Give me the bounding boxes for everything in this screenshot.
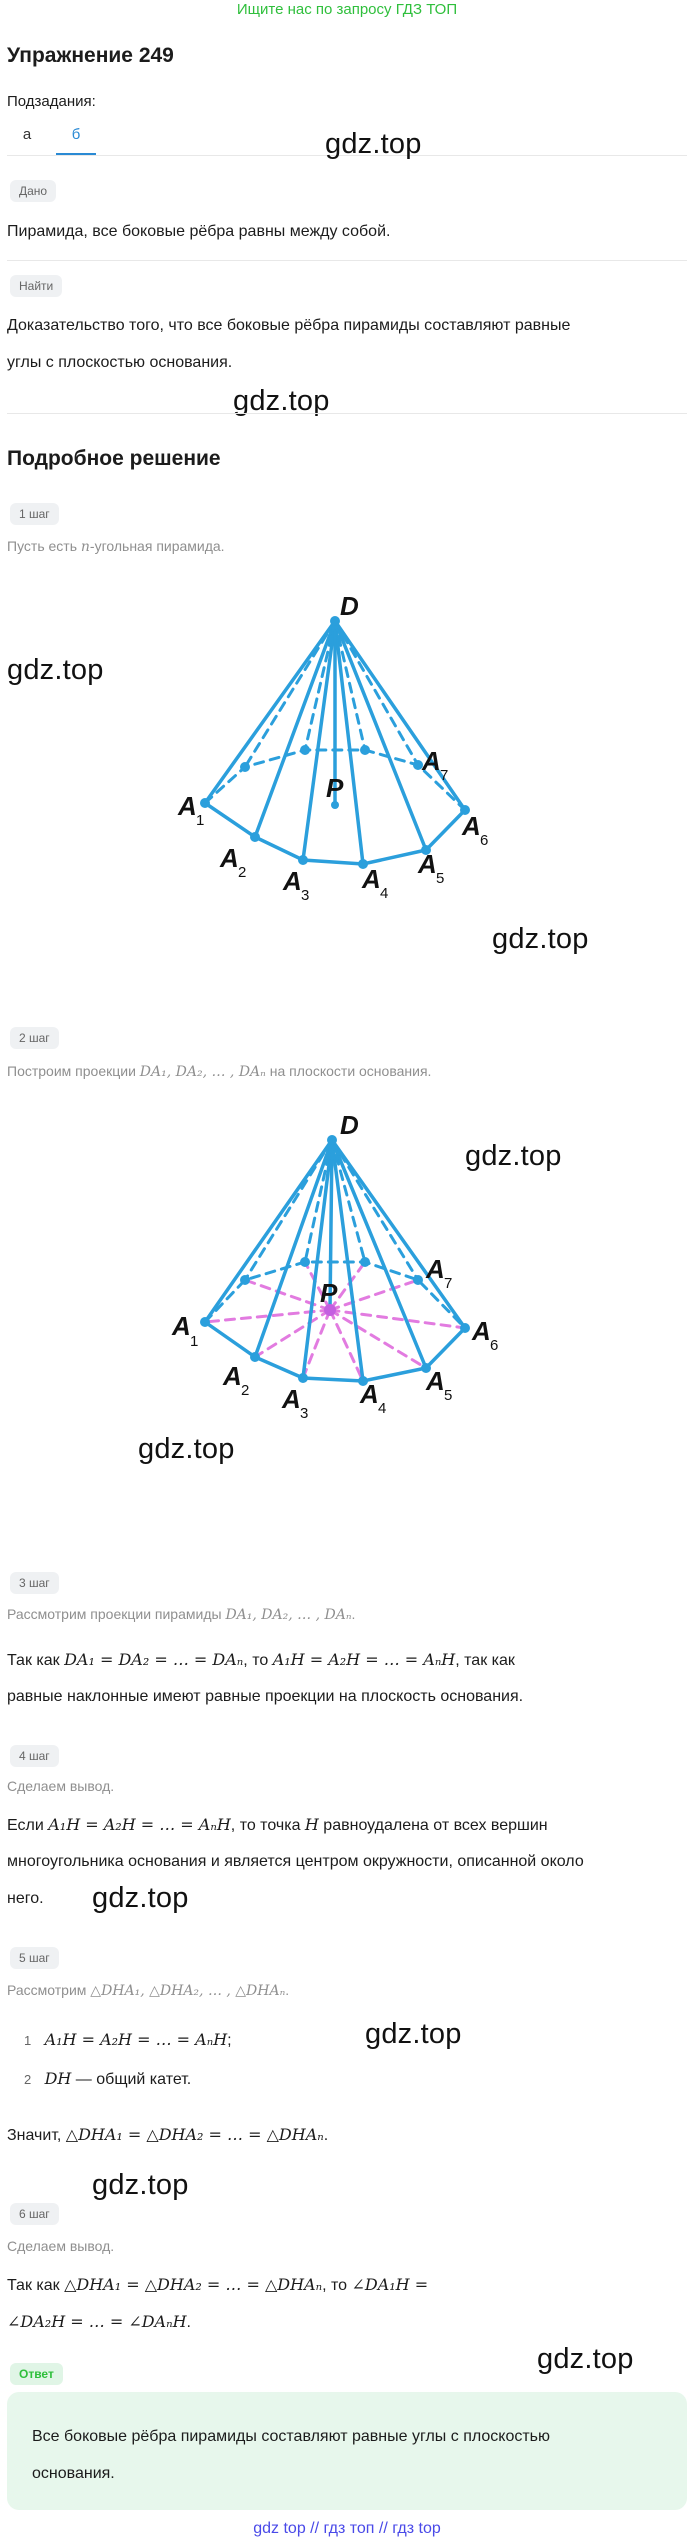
footer-link[interactable]: гдз топ (323, 2520, 375, 2537)
step-description: Сделаем вывод. (7, 2238, 115, 2254)
given-text: Пирамида, все боковые рёбра равны между … (7, 223, 391, 240)
label-A1: A (171, 1311, 191, 1341)
watermark: gdz.top (92, 2169, 189, 2201)
sub-4: 4 (380, 885, 388, 902)
tabs-divider (7, 155, 687, 156)
label-A5: A (417, 849, 437, 879)
answer-box (7, 2392, 687, 2510)
answer-line1: Все боковые рёбра пирамиды составляют ра… (32, 2428, 551, 2445)
sub-6: 6 (490, 1337, 498, 1354)
step-tag: 1 шаг (10, 503, 59, 525)
page-title: Упражнение 249 (7, 44, 174, 67)
label-A6: A (461, 811, 481, 841)
answer-line2: основания. (32, 2465, 115, 2482)
watermark: gdz.top (325, 128, 422, 160)
subtasks-label: Подзадания: (7, 93, 96, 110)
watermark: gdz.top (465, 1140, 562, 1172)
step-description: Рассмотрим проекции пирамиды DA₁, DA₂, …… (7, 1606, 356, 1623)
divider (7, 260, 687, 261)
sub-7: 7 (444, 1275, 452, 1292)
answer-tag: Ответ (10, 2363, 63, 2385)
watermark: gdz.top (92, 1882, 189, 1914)
search-banner[interactable]: Ищите нас по запросу ГДЗ ТОП (236, 1, 458, 18)
pyramid-figure-2: D P A A A A A A A 1 2 3 4 5 6 7 (171, 1110, 498, 1420)
sub-3: 3 (300, 1405, 308, 1420)
list-item: 1 A₁H = A₂H = … = AₙH; (24, 2030, 232, 2049)
watermark: gdz.top (7, 654, 104, 686)
answer-text: Все боковые рёбра пирамиды составляют ра… (32, 2418, 652, 2492)
pyramid-figure-1: D P A A A A A A A 1 2 3 4 5 6 7 (177, 591, 488, 904)
tab-a[interactable]: а (22, 126, 32, 143)
step3-text-line2: равные наклонные имеют равные проекции н… (7, 1688, 524, 1705)
step4-text-line1: Если A₁H = A₂H = … = AₙH, то точка H рав… (7, 1815, 548, 1834)
step-tag: 6 шаг (10, 2203, 59, 2225)
label-P: P (320, 1278, 338, 1308)
watermark: gdz.top (138, 1433, 235, 1465)
watermark: gdz.top (492, 923, 589, 955)
step5-conclusion: Значит, △DHA₁ = △DHA₂ = … = △DHAₙ. (7, 2125, 329, 2144)
sub-5: 5 (444, 1387, 452, 1404)
label-A7: A (425, 1254, 445, 1284)
solution-title: Подробное решение (7, 447, 221, 470)
find-text-line2: углы с плоскостью основания. (7, 354, 233, 371)
step-description: Пусть есть n-угольная пирамида. (7, 538, 225, 555)
step-description: Рассмотрим △DHA₁, △DHA₂, … , △DHAₙ. (7, 1982, 290, 1999)
step6-text-line1: Так как △DHA₁ = △DHA₂ = … = △DHAₙ, то ∠D… (7, 2275, 429, 2294)
sub-4: 4 (378, 1400, 386, 1417)
watermark: gdz.top (233, 385, 330, 417)
sub-6: 6 (480, 832, 488, 849)
step-tag: 5 шаг (10, 1947, 59, 1969)
label-A6: A (471, 1316, 491, 1346)
step4-text-line2: многоугольника основания и является цент… (7, 1853, 584, 1870)
sub-5: 5 (436, 870, 444, 887)
label-A1: A (177, 791, 197, 821)
watermark: gdz.top (365, 2018, 462, 2050)
label-A7: A (421, 746, 441, 776)
step6-text-line2: ∠DA₂H = … = ∠DAₙH. (7, 2312, 191, 2331)
sub-7: 7 (440, 767, 448, 784)
footer-link[interactable]: gdz top (253, 2520, 306, 2537)
label-D: D (340, 1110, 359, 1140)
label-P: P (326, 773, 344, 803)
sub-1: 1 (196, 812, 204, 829)
label-A5: A (425, 1366, 445, 1396)
sub-1: 1 (190, 1333, 198, 1350)
footer-separator: // (310, 2520, 320, 2537)
label-A4: A (361, 864, 381, 894)
find-text-line1: Доказательство того, что все боковые рёб… (7, 317, 571, 334)
watermark: gdz.top (537, 2343, 634, 2375)
step-tag: 2 шаг (10, 1027, 59, 1049)
footer-link[interactable]: гдз top (392, 2520, 441, 2537)
sub-2: 2 (238, 864, 246, 881)
label-A3: A (281, 1384, 301, 1414)
divider (7, 413, 687, 414)
sub-2: 2 (241, 1382, 249, 1399)
tab-b[interactable]: б (56, 123, 96, 155)
given-tag: Дано (10, 180, 57, 202)
find-tag: Найти (10, 275, 63, 297)
label-D: D (340, 591, 359, 621)
label-A2: A (219, 843, 239, 873)
step-tag: 4 шаг (10, 1745, 59, 1767)
footer-separator: // (378, 2520, 388, 2537)
step-tag: 3 шаг (10, 1572, 59, 1594)
footer-links: gdz top // гдз топ // гдз top (0, 2520, 694, 2538)
label-A4: A (359, 1379, 379, 1409)
label-A2: A (222, 1361, 242, 1391)
list-item: 2 DH — общий катет. (24, 2069, 192, 2088)
step-description: Сделаем вывод. (7, 1778, 115, 1794)
step-description: Построим проекции DA₁, DA₂, … , DAₙ на п… (7, 1063, 432, 1080)
step4-text-line3: него. (7, 1890, 44, 1907)
label-A3: A (282, 866, 302, 896)
step3-text-line1: Так как DA₁ = DA₂ = … = DAₙ, то A₁H = A₂… (7, 1650, 515, 1669)
sub-3: 3 (301, 887, 309, 904)
